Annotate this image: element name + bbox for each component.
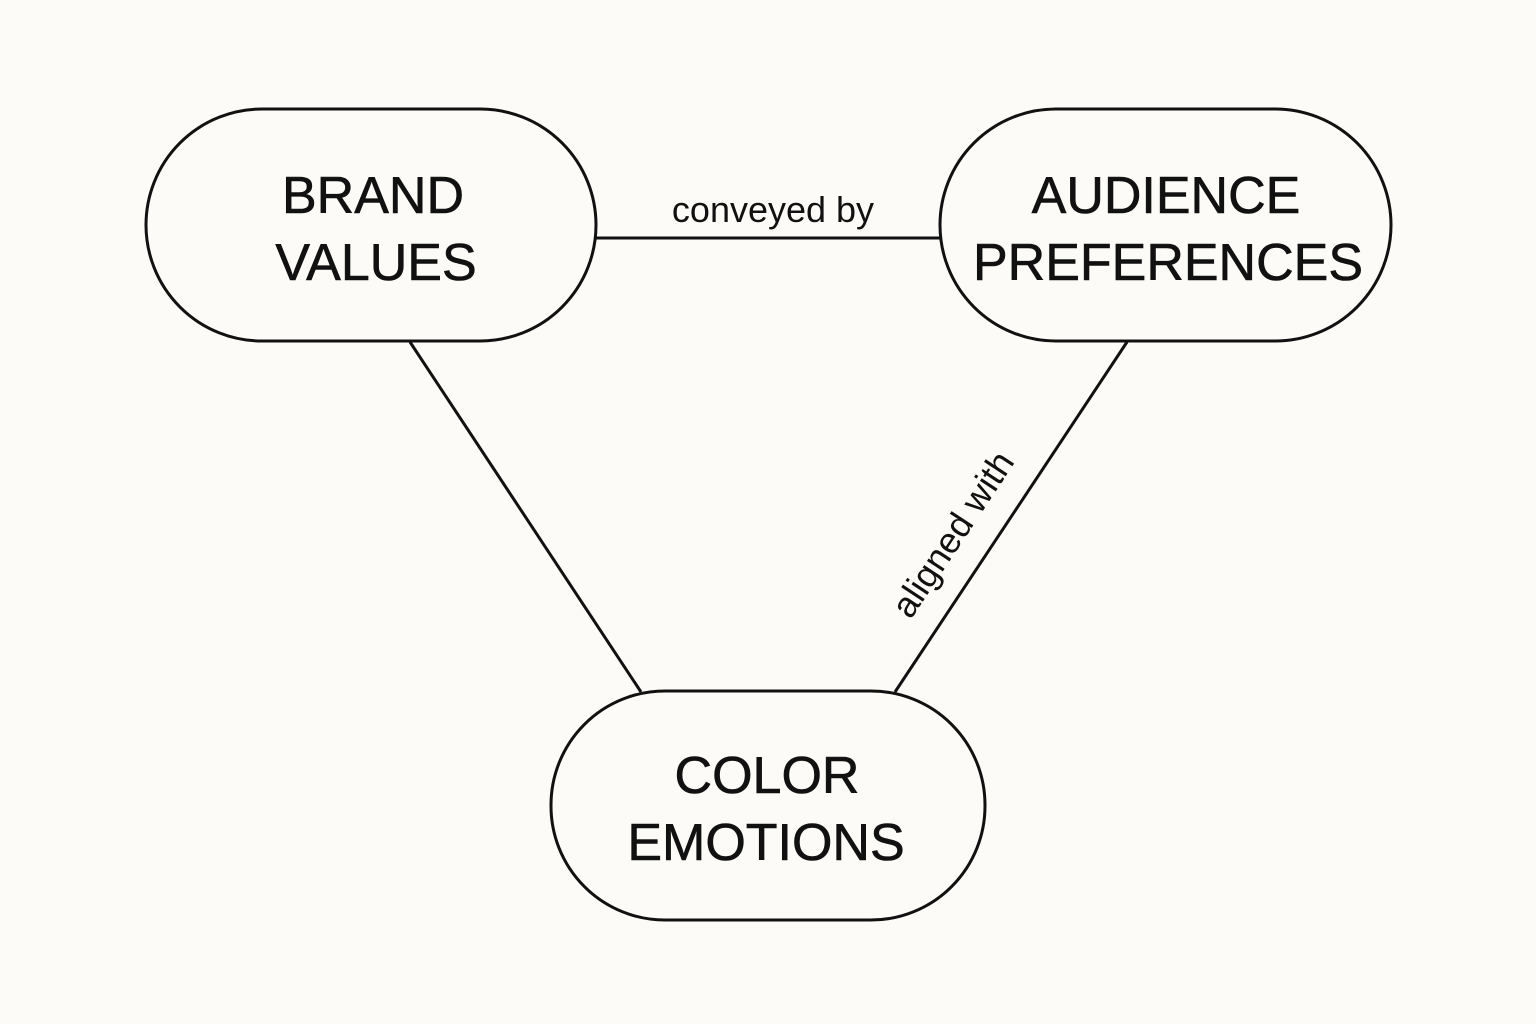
node-color-emotions-shape xyxy=(549,689,987,922)
node-color-emotions[interactable]: COLOR EMOTIONS xyxy=(549,689,987,922)
node-audience-preferences-label-line2: PREFERENCES xyxy=(973,234,1363,292)
edge-label-conveyed-by: conveyed by xyxy=(672,189,874,230)
node-audience-preferences-label-line1: AUDIENCE xyxy=(1032,167,1301,225)
node-brand-values-label-line1: BRAND xyxy=(282,167,464,225)
edge-brand-to-color xyxy=(408,341,643,693)
node-color-emotions-label-line1: COLOR xyxy=(675,747,860,805)
node-brand-values-label-line2: VALUES xyxy=(275,234,476,292)
edge-audience-to-color xyxy=(893,341,1129,693)
node-audience-preferences[interactable]: AUDIENCE PREFERENCES xyxy=(938,107,1393,343)
node-audience-preferences-shape xyxy=(938,107,1393,343)
node-brand-values[interactable]: BRAND VALUES xyxy=(144,107,598,343)
node-brand-values-shape xyxy=(144,107,598,343)
node-color-emotions-label-line2: EMOTIONS xyxy=(627,814,904,872)
